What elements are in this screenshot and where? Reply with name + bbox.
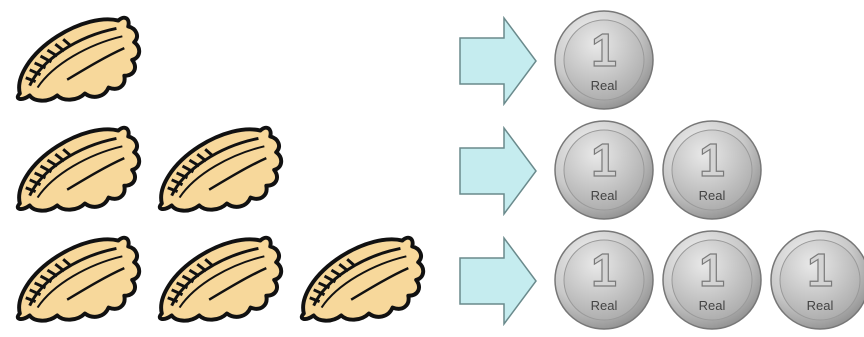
pastel-icon <box>292 228 430 328</box>
coin-label: Real <box>591 188 618 203</box>
right-arrow-icon <box>458 126 538 216</box>
pastel-icon <box>8 8 146 108</box>
coin-label: Real <box>807 298 834 313</box>
coin-icon: 1 Real <box>660 118 764 222</box>
pastel-icon <box>150 118 288 218</box>
coin-icon: 1 Real <box>768 228 864 332</box>
pastel-icon <box>8 118 146 218</box>
coin-number: 1 <box>807 244 833 296</box>
pastel-icon <box>150 228 288 328</box>
coin-number: 1 <box>699 134 725 186</box>
pastel-icon <box>8 228 146 328</box>
coin-label: Real <box>699 298 726 313</box>
coin-icon: 1 Real <box>552 118 656 222</box>
coin-number: 1 <box>591 134 617 186</box>
coin-icon: 1 Real <box>552 228 656 332</box>
price-row: 1 Real 1 Real <box>0 118 864 223</box>
coin-label: Real <box>699 188 726 203</box>
coin-icon: 1 Real <box>552 8 656 112</box>
price-row: 1 Real <box>0 8 864 113</box>
coin-number: 1 <box>591 24 617 76</box>
right-arrow-icon <box>458 16 538 106</box>
coin-number: 1 <box>591 244 617 296</box>
coin-label: Real <box>591 298 618 313</box>
price-row: 1 Real 1 Real <box>0 228 864 333</box>
coin-label: Real <box>591 78 618 93</box>
coin-number: 1 <box>699 244 725 296</box>
coin-icon: 1 Real <box>660 228 764 332</box>
right-arrow-icon <box>458 236 538 326</box>
